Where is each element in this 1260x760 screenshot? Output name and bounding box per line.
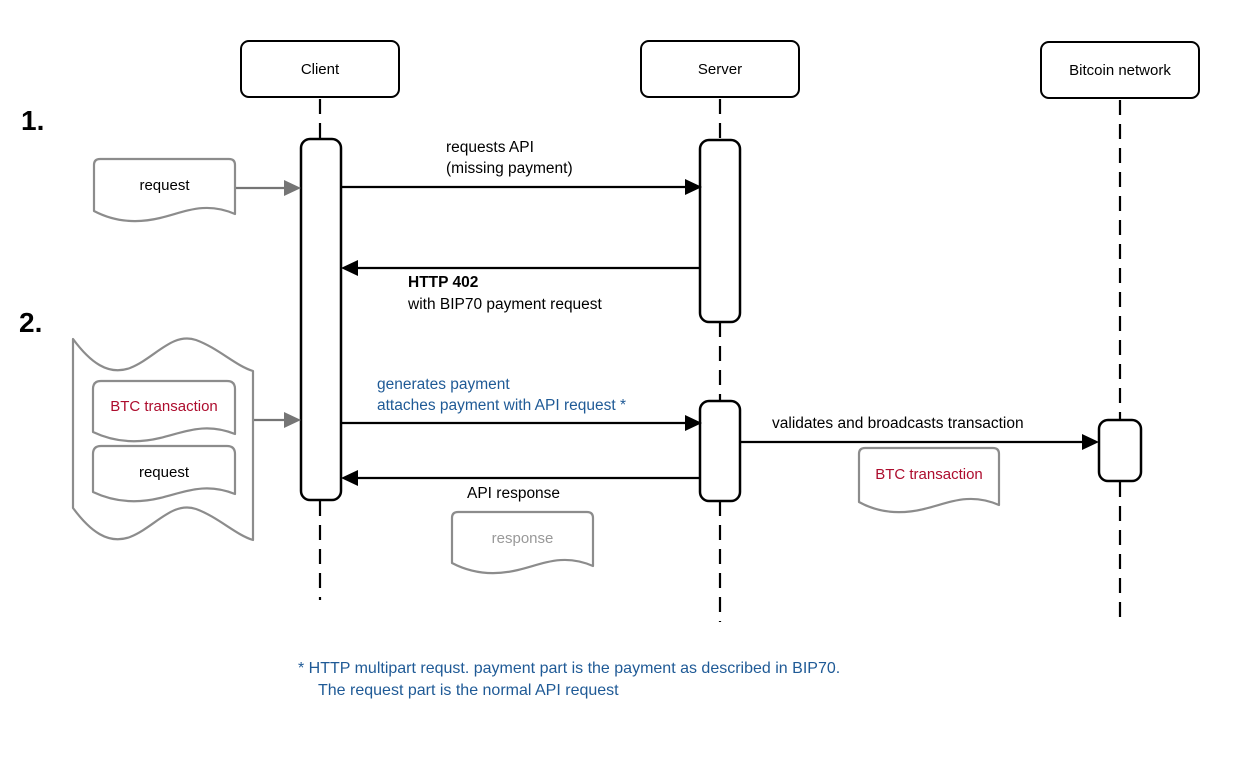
bitcoin-activation-bar — [1097, 418, 1143, 483]
request-bundle-label: request — [138, 464, 190, 481]
btc-transaction-right-shape — [857, 446, 1001, 514]
response-document-label: response — [491, 530, 554, 547]
arrow-broadcast-head — [1082, 434, 1099, 450]
btc-transaction-left-shape — [91, 379, 237, 443]
message-requests-api: requests API (missing payment) — [446, 139, 573, 177]
step-2-label: 2. — [19, 307, 43, 338]
arrow-api-response-head — [341, 470, 358, 486]
actor-bitcoin-network-label: Bitcoin network — [1069, 61, 1171, 79]
message-api-response: API response — [467, 485, 561, 502]
request-bundle-shape — [91, 444, 237, 503]
actor-client: Client — [240, 40, 400, 98]
btc-transaction-left-label: BTC transaction — [110, 398, 218, 415]
server-activation-bar-1 — [698, 138, 742, 324]
message-http402-subtitle: with BIP70 payment request — [408, 296, 602, 313]
actor-bitcoin-network: Bitcoin network — [1040, 41, 1200, 99]
arrow-http402-head — [341, 260, 358, 276]
btc-transaction-right-label: BTC transaction — [875, 466, 983, 483]
client-activation-bar — [299, 137, 343, 502]
step-1-label: 1. — [21, 105, 45, 136]
actor-server: Server — [640, 40, 800, 98]
request-document-shape — [92, 157, 237, 223]
message-validates-broadcasts: validates and broadcasts transaction — [772, 415, 1024, 432]
footnote-line1: * HTTP multipart requst. payment part is… — [298, 660, 841, 677]
arrow-bundle-to-client-head — [284, 412, 301, 428]
message-generates-payment: generates payment attaches payment with … — [377, 376, 626, 414]
bundle-flag-shape — [71, 337, 255, 542]
request-document-label: request — [139, 177, 190, 194]
server-activation-bar-2 — [698, 399, 742, 503]
arrow-requests-api-head — [685, 179, 702, 195]
arrow-attach-payment-head — [685, 415, 702, 431]
actor-client-label: Client — [300, 60, 340, 78]
response-document-shape — [450, 510, 595, 575]
footnote-line2: The request part is the normal API reque… — [318, 682, 619, 699]
arrow-request-doc-to-client-head — [284, 180, 301, 196]
actor-server-label: Server — [697, 60, 743, 78]
message-http402-title: HTTP 402 — [408, 274, 479, 291]
